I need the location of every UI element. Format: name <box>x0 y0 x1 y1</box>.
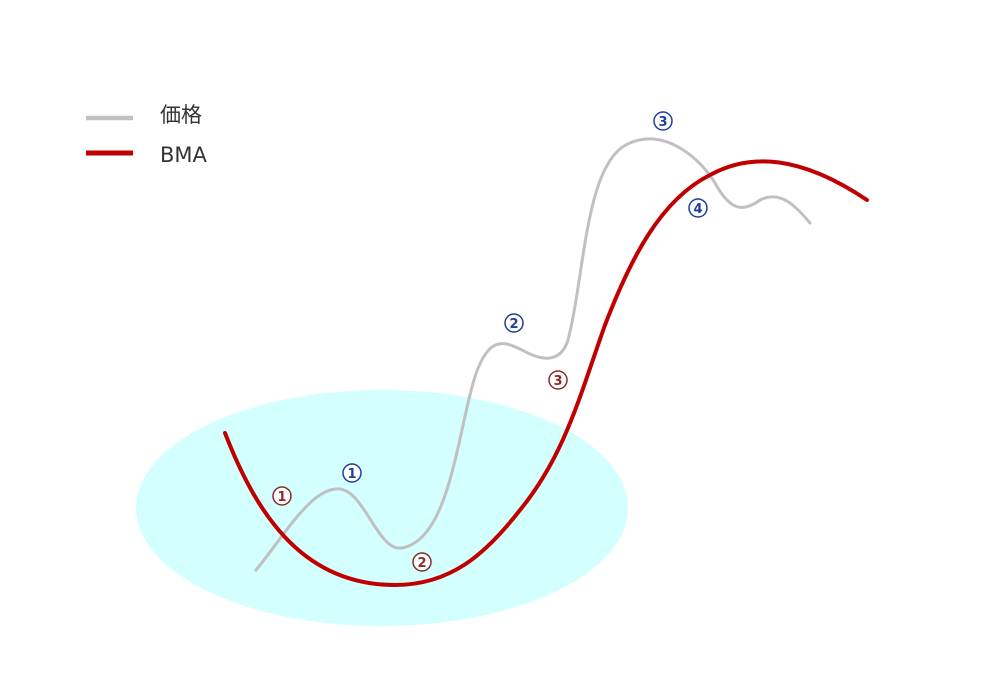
bma-marker-2-label: 2 <box>417 556 426 571</box>
legend: 価格 BMA <box>86 103 208 167</box>
bma-marker-2: 2 <box>412 552 432 572</box>
price-marker-4: 4 <box>688 198 708 218</box>
price-marker-3: 3 <box>653 111 673 131</box>
legend-bma-label: BMA <box>160 143 208 167</box>
bma-marker-3-label: 3 <box>553 374 562 389</box>
highlight-ellipse <box>136 390 628 626</box>
bma-line <box>223 159 869 587</box>
price-line <box>254 137 812 572</box>
price-marker-2-label: 2 <box>509 317 518 332</box>
bma-marker-1: 1 <box>272 486 292 506</box>
price-marker-4-label: 4 <box>693 202 702 217</box>
price-marker-1: 1 <box>342 463 362 483</box>
bma-marker-1-label: 1 <box>277 490 286 505</box>
price-marker-1-label: 1 <box>347 467 356 482</box>
bma-marker-3: 3 <box>548 370 568 390</box>
price-marker-3-label: 3 <box>658 115 667 130</box>
legend-price-label: 価格 <box>160 103 202 127</box>
price-marker-2: 2 <box>504 313 524 333</box>
